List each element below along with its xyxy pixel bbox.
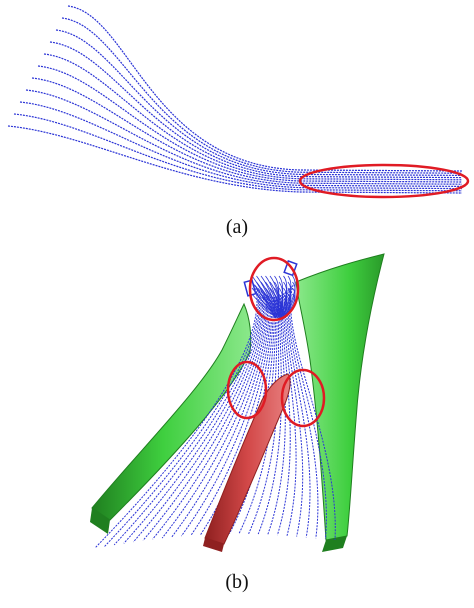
streamline (161, 294, 267, 539)
panel-b-left-blade-end (90, 508, 110, 534)
panel-b-highlight-top (248, 256, 300, 322)
streamline (281, 275, 292, 319)
streamline (31, 77, 463, 185)
streamline (19, 101, 463, 190)
streamline (265, 287, 283, 319)
streamline (269, 293, 285, 319)
panel-b-highlight-right (280, 368, 326, 428)
streamline (13, 113, 463, 192)
panel-b-inlet-box-left (243, 279, 257, 297)
streamline (104, 286, 259, 547)
streamline (133, 290, 263, 543)
streamline (55, 29, 463, 176)
streamline (260, 293, 281, 319)
streamline (277, 287, 284, 319)
streamline (256, 281, 279, 319)
streamline (287, 287, 319, 539)
streamline (281, 293, 292, 319)
panel-a-streamlines (7, 5, 463, 194)
caption-b: (b) (225, 571, 249, 593)
streamline (25, 89, 463, 187)
panel-b-red-blade-end (203, 538, 224, 552)
panel-b-streamlines (94, 275, 336, 549)
streamline (265, 293, 283, 319)
streamline (37, 65, 463, 183)
streamline (256, 293, 279, 319)
streamline (180, 295, 270, 537)
streamline (113, 287, 261, 546)
panel-b-inlet-box-right (283, 260, 298, 277)
streamline (7, 125, 463, 194)
panel-b-left-blade (91, 302, 252, 521)
streamline (251, 293, 277, 319)
streamline (123, 289, 262, 544)
streamline (274, 293, 280, 319)
streamline (260, 281, 281, 319)
streamline (142, 291, 265, 541)
streamline (286, 289, 311, 538)
streamline (260, 287, 281, 319)
streamline (279, 293, 288, 319)
caption-a: (a) (225, 216, 249, 238)
panel-b-highlight-left (226, 360, 268, 420)
streamline (171, 295, 269, 538)
panel-a-highlight-ellipse (298, 163, 470, 199)
streamline (49, 41, 463, 179)
panel-b-red-blade (204, 373, 291, 545)
streamline (284, 290, 304, 537)
streamline (283, 281, 296, 319)
streamline (277, 293, 284, 319)
panel-b-right-blade-edge (322, 536, 347, 552)
streamline (190, 296, 272, 536)
streamline (43, 53, 463, 181)
streamline (61, 17, 463, 174)
streamline (67, 5, 463, 172)
panel-b-right-blade (295, 253, 385, 541)
streamline (152, 293, 266, 540)
